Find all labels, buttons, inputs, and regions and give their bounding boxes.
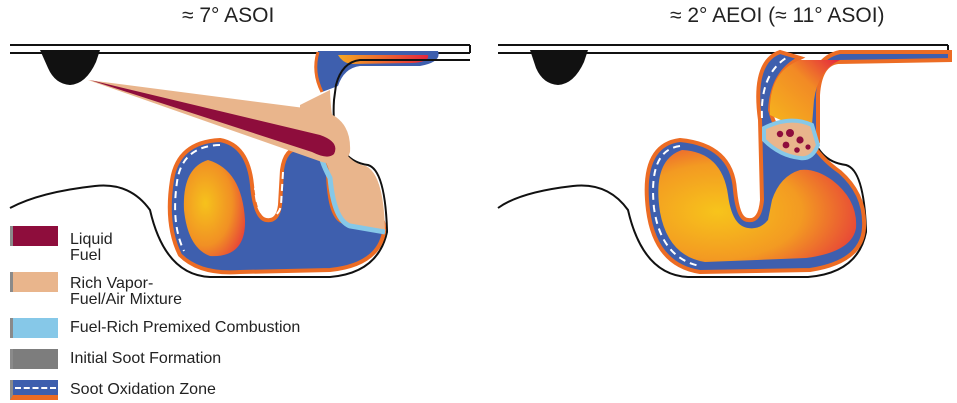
legend: Liquid Fuel Rich Vapor- Fuel/Air Mixture…: [10, 226, 370, 401]
injector-nozzle-left: [40, 50, 100, 85]
injector-nozzle-right: [530, 50, 588, 85]
soot-formation-swatch: [10, 349, 58, 369]
legend-label-liquid-fuel-line2: Fuel: [70, 248, 113, 264]
liquid-fuel-swatch: [10, 226, 58, 246]
legend-label-soot-formation: Initial Soot Formation: [70, 351, 221, 367]
rich-vapor-swatch: [10, 272, 58, 292]
soot-oxidation-swatch: [10, 380, 58, 400]
soot-oxidation-dash-line: [15, 387, 56, 389]
legend-label-rich-vapor-line1: Rich Vapor-: [70, 275, 153, 292]
legend-label-rich-vapor-line2: Fuel/Air Mixture: [70, 292, 182, 308]
legend-label-liquid-fuel-line1: Liquid: [70, 231, 113, 248]
legend-label-soot-oxidation: Soot Oxidation Zone: [70, 382, 216, 398]
legend-label-premixed-combustion: Fuel-Rich Premixed Combustion: [70, 320, 300, 336]
premixed-combustion-swatch: [10, 318, 58, 338]
right-panel-diagram: [498, 45, 950, 277]
